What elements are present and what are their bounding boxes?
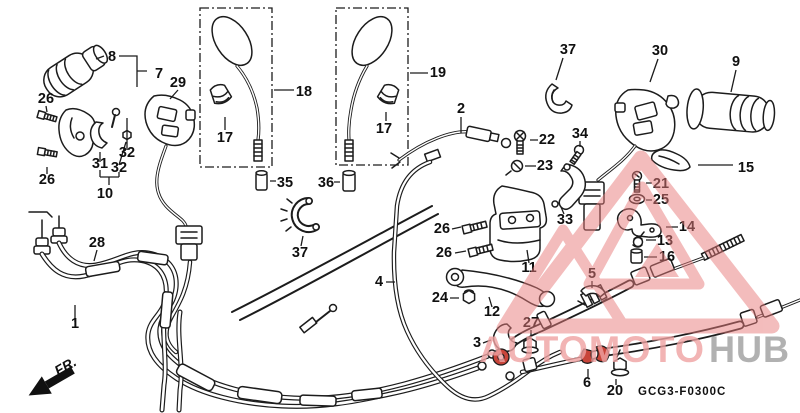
part-37-clip-right: [545, 83, 573, 114]
part-17-nut-right: [376, 83, 400, 105]
part-17-nut-left: [209, 83, 233, 105]
part-33-arm: [551, 163, 587, 210]
part-label-1: 1: [71, 316, 79, 332]
part-label-4: 4: [375, 274, 383, 290]
fr-arrow-icon: [28, 366, 75, 396]
part-label-9: 9: [732, 54, 740, 70]
part-35-bushing: [255, 170, 268, 191]
part-2-throttle-cable: [390, 125, 512, 169]
bolt-26-d: [467, 243, 494, 258]
part-37-clip-left: [280, 196, 320, 233]
part-24-nut: [462, 289, 476, 305]
part-13-spring: [632, 231, 645, 248]
part-11-lever-holder: [489, 185, 548, 263]
part-label-31: 31: [92, 156, 108, 172]
part-label-17b: 17: [376, 121, 392, 137]
bolt-26-c: [461, 220, 488, 235]
part-label-6: 6: [583, 375, 591, 391]
mirror-box-right: [335, 7, 409, 166]
part-15-lever-knob: [650, 149, 691, 172]
part-8-grip: [43, 44, 109, 98]
part-label-26c: 26: [434, 221, 450, 237]
part-16-bushing: [630, 248, 643, 264]
part-label-20: 20: [607, 383, 623, 399]
part-label-7: 7: [155, 66, 163, 82]
part-label-32a: 32: [119, 145, 135, 161]
part-label-12: 12: [484, 304, 500, 320]
part-label-34: 34: [572, 126, 588, 142]
highlighted-parts: [492, 345, 610, 366]
part-label-8: 8: [108, 49, 116, 65]
part-label-33: 33: [557, 212, 573, 228]
part-9-grip: [686, 88, 776, 133]
part-label-18: 18: [296, 84, 312, 100]
part-23-clip: [505, 159, 524, 176]
part-label-3: 3: [473, 335, 481, 351]
part-label-19: 19: [430, 65, 446, 81]
diagram-code: GCG3-F0300C: [638, 386, 726, 398]
part-36-bushing: [342, 169, 356, 192]
cable-bundle: [28, 205, 497, 413]
part-label-24: 24: [432, 290, 448, 306]
part-label-30: 30: [652, 43, 668, 59]
part-label-37b: 37: [560, 42, 576, 58]
part-20-bolt: [610, 349, 630, 377]
part-34-screw: [569, 144, 585, 166]
part-27-nut: [521, 337, 539, 354]
part-label-17a: 17: [217, 130, 233, 146]
bolt-26-a: [36, 109, 58, 123]
part-6-clamp-red-b: [595, 345, 610, 363]
fr-direction: FR.: [28, 353, 80, 396]
part-label-22: 22: [539, 132, 555, 148]
part-label-10: 10: [97, 186, 113, 202]
part-29-switch-housing: [144, 94, 203, 261]
part-label-35: 35: [277, 175, 293, 191]
part-label-26a: 26: [38, 91, 54, 107]
part-label-15: 15: [738, 160, 754, 176]
part-label-37a: 37: [292, 245, 308, 261]
watermark: AUTOMOTO HUB: [479, 150, 790, 370]
fr-label: FR.: [52, 353, 80, 378]
part-label-28: 28: [89, 235, 105, 251]
part-label-23: 23: [537, 158, 553, 174]
mirror-box-left: [199, 7, 273, 168]
part-label-32b: 32: [111, 160, 127, 176]
part-label-29: 29: [170, 75, 186, 91]
bolt-26-b: [36, 146, 58, 158]
part-label-26d: 26: [436, 245, 452, 261]
diagram-linework: [28, 7, 800, 413]
watermark-logo-icon: [496, 150, 780, 334]
part-10-perch: [58, 107, 132, 158]
part-6-clamp-red: [580, 348, 594, 364]
part-label-26b: 26: [39, 172, 55, 188]
part-label-36: 36: [318, 175, 334, 191]
part-label-2: 2: [457, 101, 465, 117]
watermark-text-primary: AUTOMOTO: [479, 329, 705, 370]
watermark-text-secondary: HUB: [709, 329, 790, 370]
part-22-bolt: [513, 129, 527, 155]
